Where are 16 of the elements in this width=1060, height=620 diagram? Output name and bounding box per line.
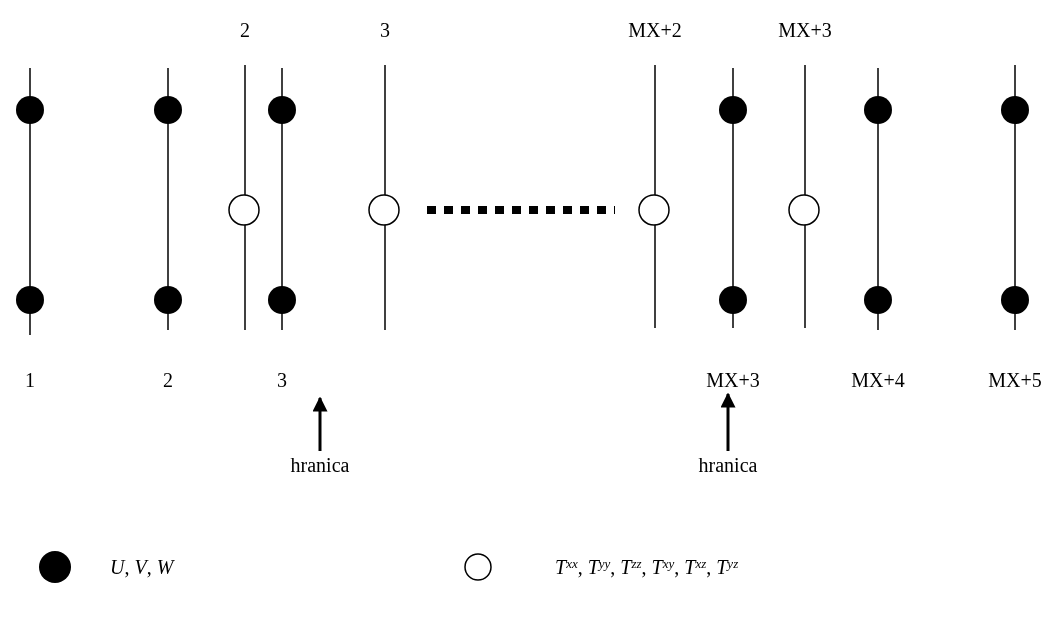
grid-index-label: 2	[163, 370, 173, 390]
arrow	[720, 392, 736, 451]
legend-text: U, V, W	[110, 557, 174, 577]
grid-index-label: MX+2	[628, 20, 682, 40]
grid-index-label: 3	[277, 370, 287, 390]
grid-index-label: 3	[380, 20, 390, 40]
arrow	[312, 396, 328, 451]
grid-index-label: 1	[25, 370, 35, 390]
grid-index-label: MX+5	[988, 370, 1042, 390]
grid-index-label: MX+4	[851, 370, 905, 390]
boundary-label: hranica	[290, 455, 350, 475]
grid-index-label: 2	[240, 20, 250, 40]
grid-index-label: MX+3	[706, 370, 760, 390]
grid-index-label: MX+3	[778, 20, 832, 40]
legend-text: T$^{xx}$, T$^{yy}$, T$^{zz}$, T$^{xy}$, T$^{xz}$, T$^{yz}$	[555, 557, 739, 577]
boundary-label: hranica	[698, 455, 758, 475]
